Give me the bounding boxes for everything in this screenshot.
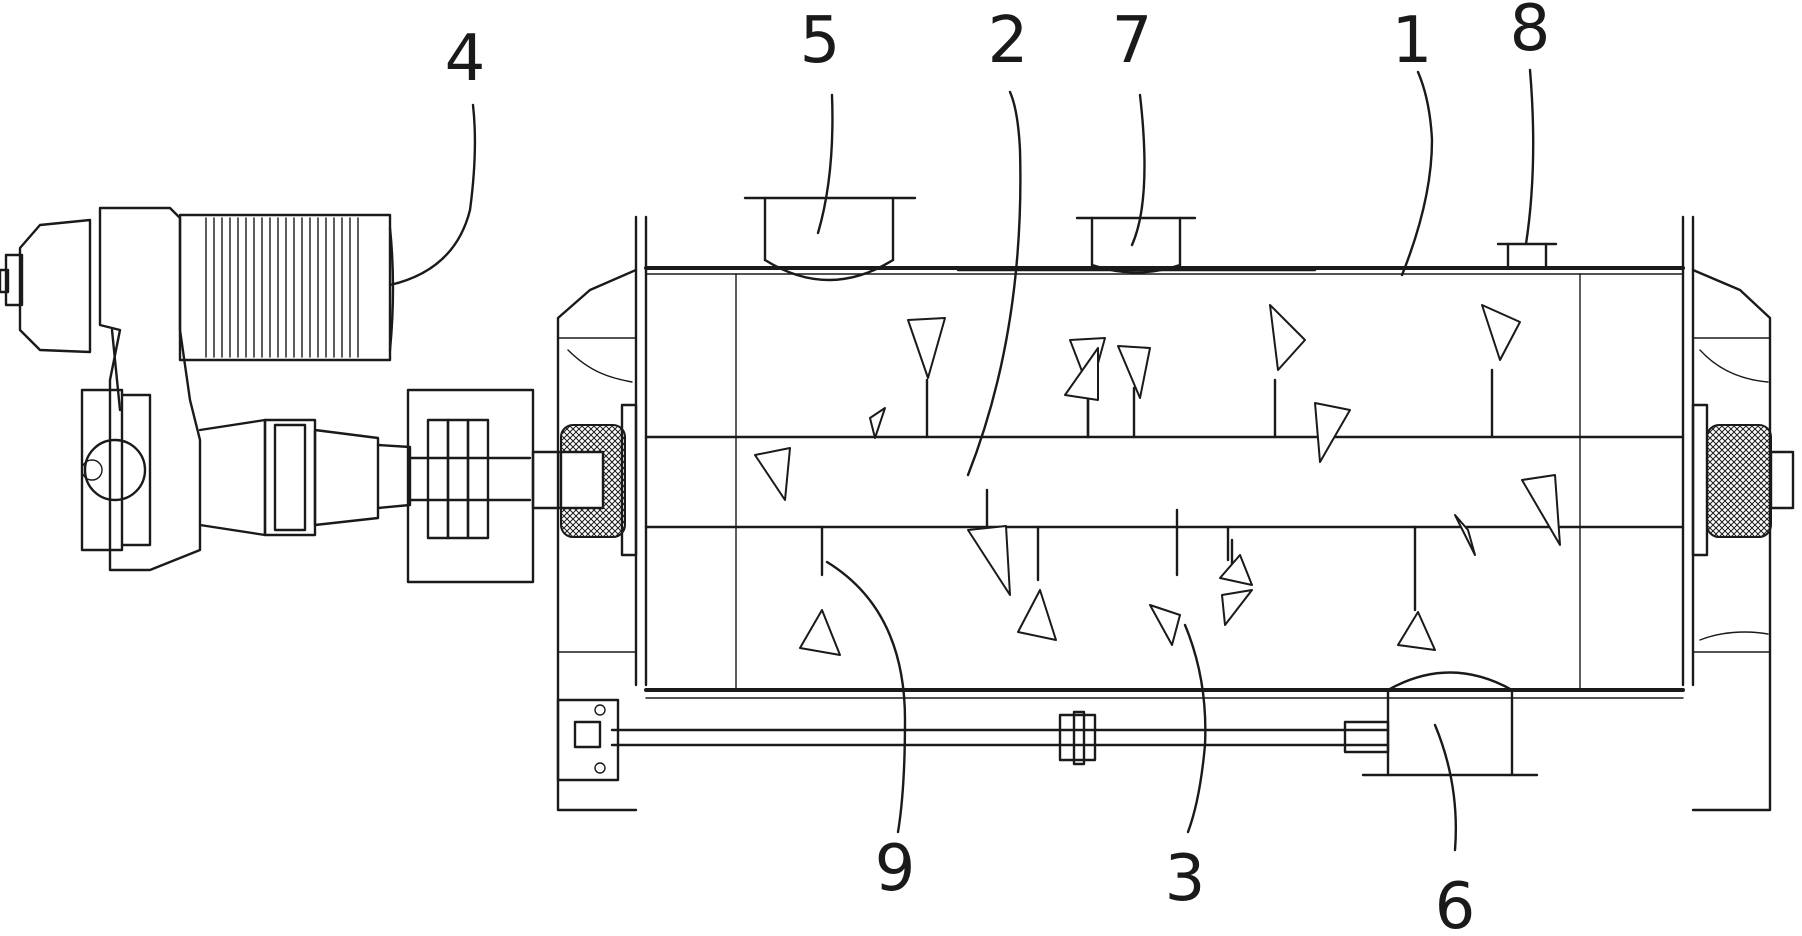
- flexible-coupling: [408, 418, 532, 540]
- valve-actuator-rod: [556, 698, 1390, 782]
- paddle: [1064, 347, 1099, 439]
- paddle: [1269, 304, 1306, 439]
- label-4: 4: [445, 22, 486, 96]
- mixer-barrel: [556, 215, 1772, 812]
- leader-line-8: [1524, 68, 1535, 246]
- paddle: [1314, 402, 1351, 463]
- vent-port-8: [1496, 242, 1558, 270]
- callout-labels: 4 5 2 7 1 8 9 3 6: [445, 0, 1551, 936]
- agitator-shaft: [644, 435, 1685, 529]
- paddle: [967, 488, 1011, 596]
- leader-line-7: [1130, 93, 1146, 247]
- label-2: 2: [988, 4, 1029, 78]
- paddle: [1219, 538, 1253, 586]
- leader-lines: [388, 68, 1535, 852]
- leader-line-9: [825, 560, 907, 834]
- paddle: [1117, 345, 1151, 439]
- label-9: 9: [875, 832, 916, 906]
- label-3: 3: [1165, 842, 1206, 916]
- paddle: [1481, 304, 1521, 439]
- motor-cooling-fins: [205, 217, 359, 358]
- inlet-port-7: [956, 216, 1317, 274]
- label-8: 8: [1510, 0, 1551, 66]
- label-7: 7: [1112, 4, 1153, 78]
- right-shaft-seal: [1691, 403, 1795, 557]
- leader-line-6: [1433, 723, 1458, 852]
- drive-motor-assembly: [0, 206, 563, 584]
- paddle: [1149, 508, 1181, 646]
- paddle: [1017, 525, 1057, 641]
- paddle: [1397, 525, 1436, 651]
- left-shaft-seal: [559, 403, 638, 557]
- paddle: [907, 317, 946, 439]
- leader-line-1: [1400, 70, 1434, 277]
- paddle: [1221, 525, 1253, 626]
- leader-line-3: [1183, 623, 1207, 834]
- leader-line-2: [966, 90, 1022, 477]
- inlet-port-5: [743, 196, 917, 282]
- leader-line-4: [388, 103, 477, 287]
- label-5: 5: [800, 4, 841, 78]
- paddle: [799, 525, 841, 656]
- label-1: 1: [1392, 4, 1433, 78]
- mixing-paddles: [754, 304, 1561, 656]
- leader-line-5: [816, 93, 834, 235]
- label-6: 6: [1435, 870, 1476, 936]
